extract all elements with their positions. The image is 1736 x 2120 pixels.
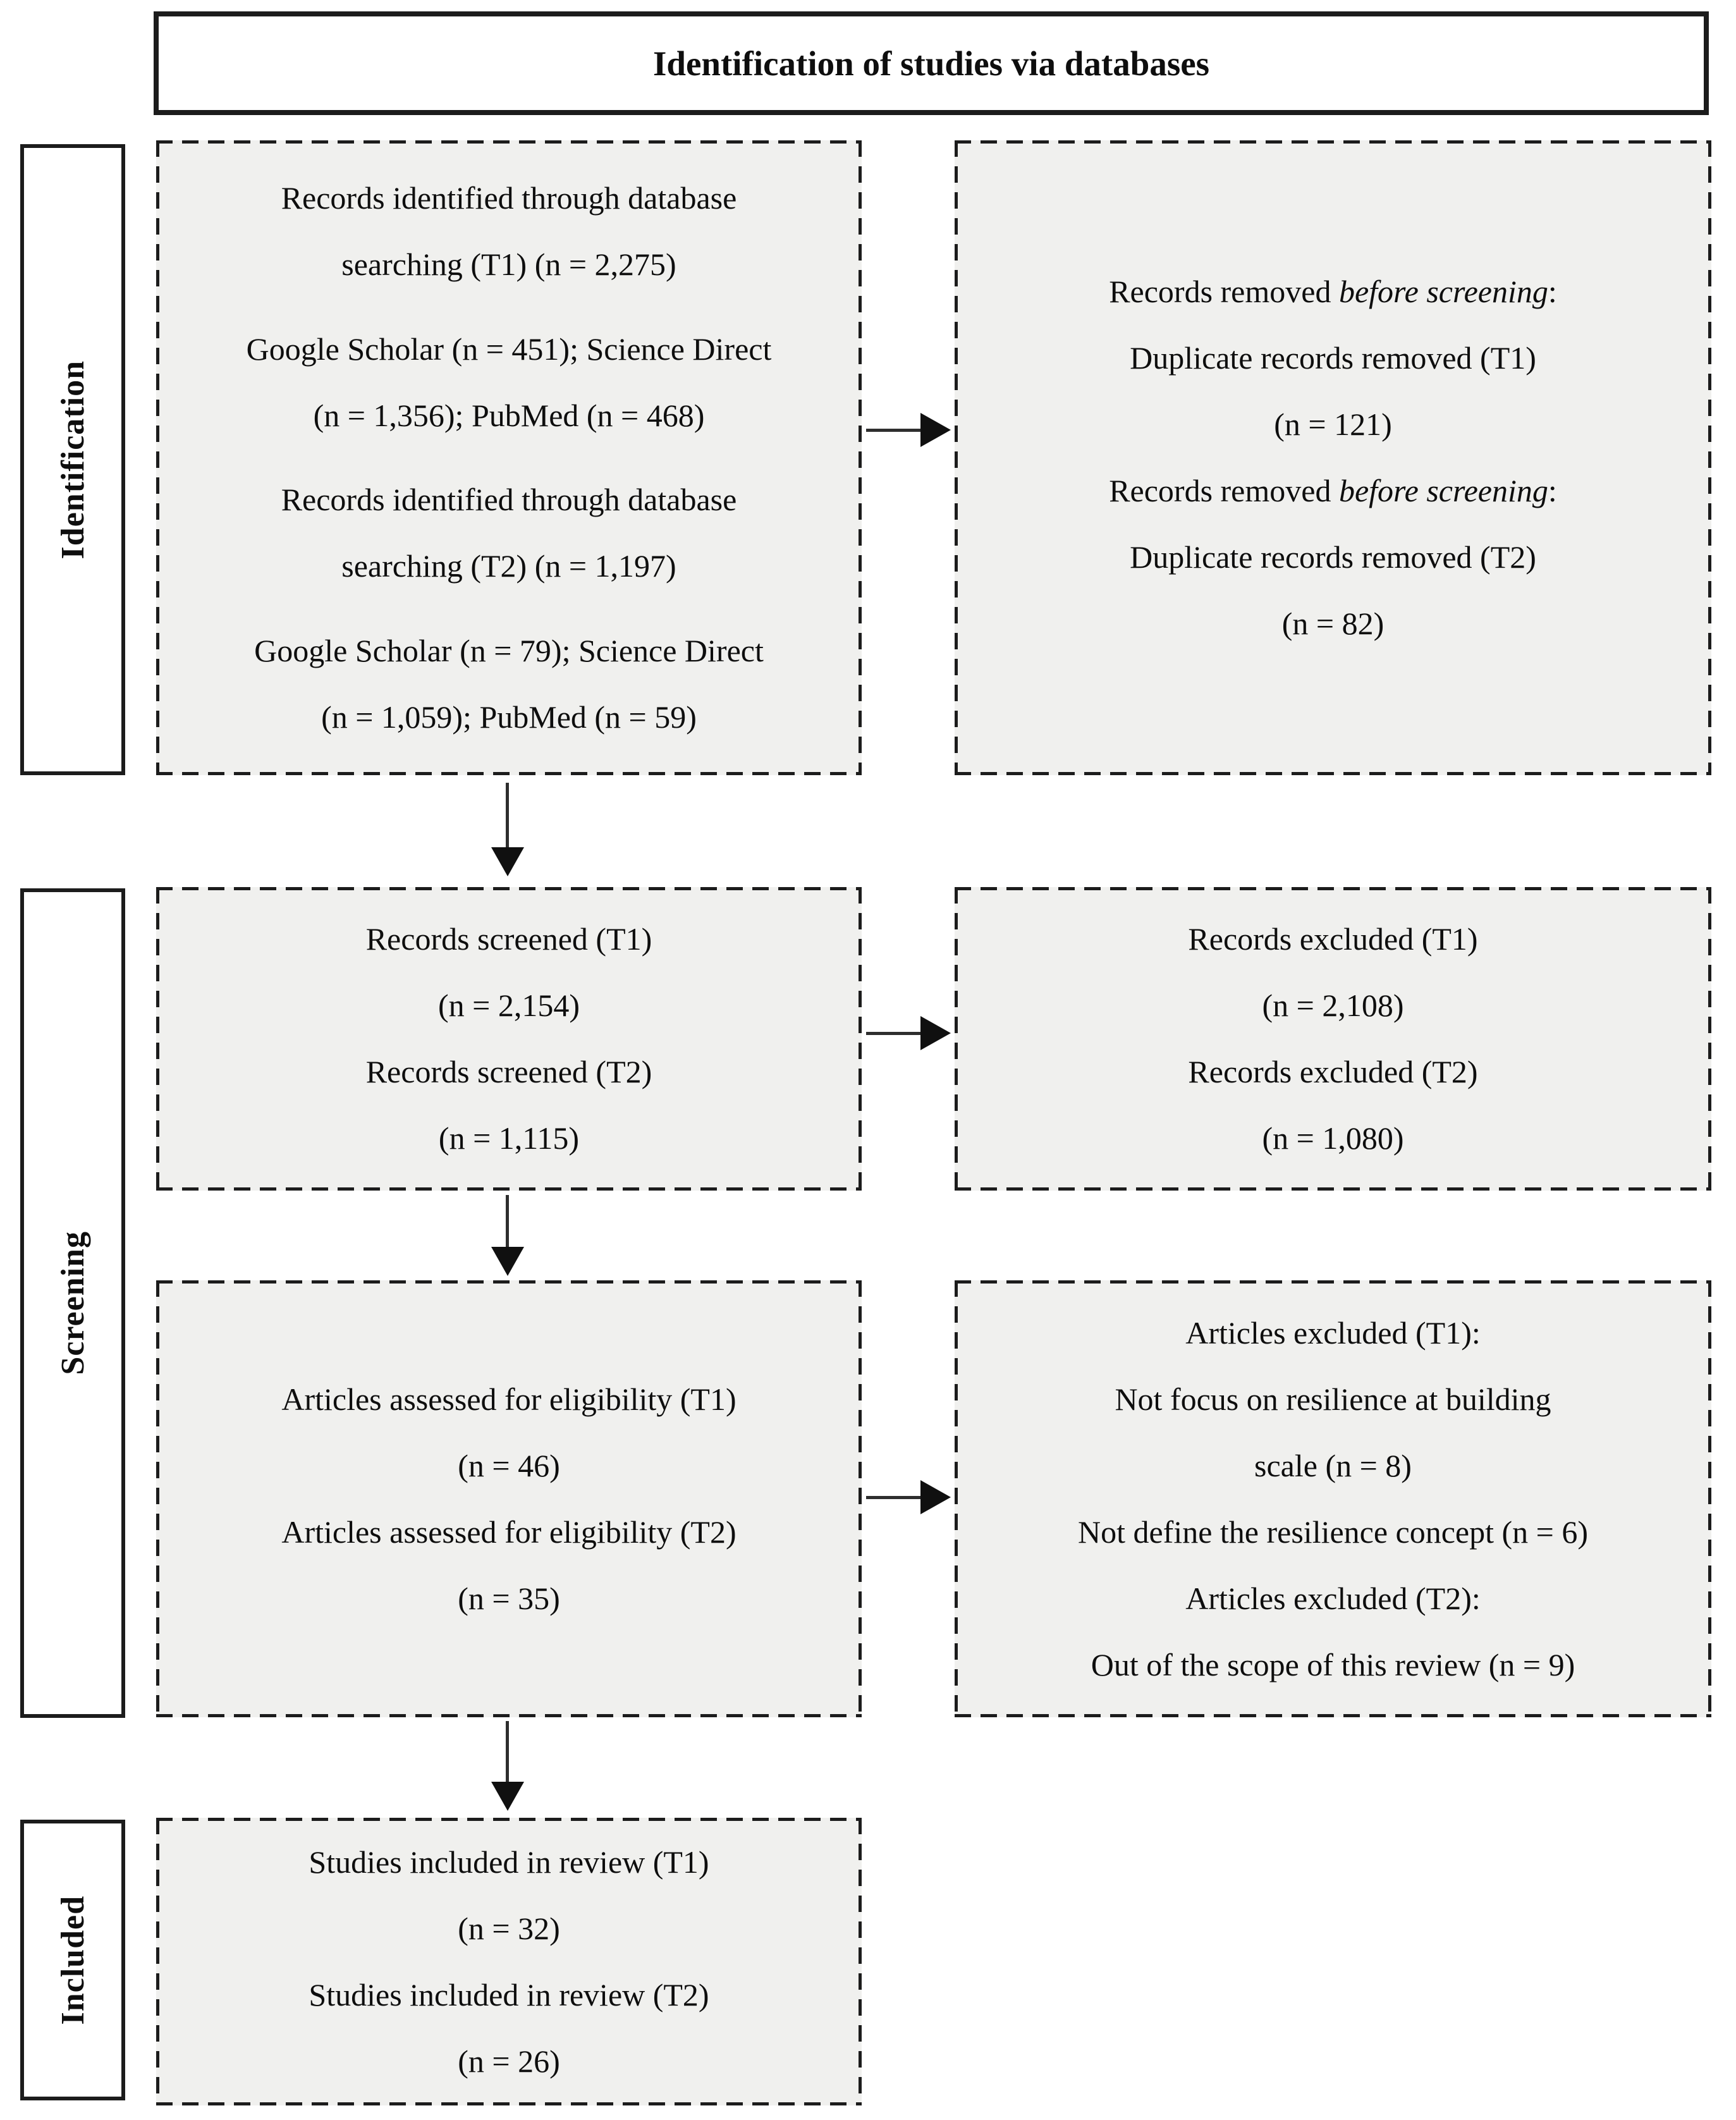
articles-excluded-t1-label: Articles excluded (T1): [1185,1314,1481,1351]
sources-t1-line1: Google Scholar (n = 451); Science Direct [246,331,772,367]
down-arrow-line [506,783,509,849]
box-articles-excluded: Articles excluded (T1): Not focus on res… [955,1280,1711,1717]
records-excluded-t1-n: (n = 2,108) [1262,988,1404,1023]
down-arrowhead-icon [491,847,524,876]
records-screened-t2-n: (n = 1,115) [438,1120,580,1156]
articles-assessed-t2-n: (n = 35) [458,1580,560,1616]
sources-t2-line2: (n = 1,059); PubMed (n = 59) [321,699,697,735]
sources-t2-line1: Google Scholar (n = 79); Science Direct [254,633,764,669]
records-screened-t1: Records screened (T1) [365,921,652,957]
records-identified-t2-line1: Records identified through database [281,482,737,518]
phase-label-screening-text: Screening [54,1231,91,1375]
down-arrow-line [506,1195,509,1249]
studies-included-t1-n: (n = 32) [458,1910,560,1946]
articles-excluded-t2-label: Articles excluded (T2): [1185,1580,1481,1616]
records-screened-t1-n: (n = 2,154) [438,988,580,1023]
phase-label-identification-text: Identification [54,360,91,560]
records-identified-t1-line1: Records identified through database [281,180,737,216]
articles-assessed-t2: Articles assessed for eligibility (T2) [281,1514,737,1550]
records-removed-t1-label: Records removed before screening: [1109,274,1557,309]
excluded-reason-1-line2: scale (n = 8) [1254,1447,1412,1483]
right-arrowhead-icon [920,1480,951,1514]
down-arrowhead-icon [491,1782,524,1811]
articles-assessed-t1: Articles assessed for eligibility (T1) [281,1381,737,1417]
duplicates-removed-t1-n: (n = 121) [1274,407,1392,442]
box-records-removed: Records removed before screening: Duplic… [955,140,1711,775]
records-identified-t1-line2: searching (T1) (n = 2,275) [341,246,676,282]
records-removed-t2-label: Records removed before screening: [1109,473,1557,508]
right-arrowhead-icon [920,1016,951,1050]
excluded-reason-2: Not define the resilience concept (n = 6… [1077,1514,1589,1550]
down-arrow-line [506,1721,509,1784]
phase-label-included: Included [20,1820,125,2100]
down-arrowhead-icon [491,1247,524,1276]
duplicates-removed-t1: Duplicate records removed (T1) [1130,340,1536,376]
right-arrowhead-icon [920,413,951,447]
box-records-screened: Records screened (T1) (n = 2,154) Record… [156,887,862,1191]
records-identified-t2-line2: searching (T2) (n = 1,197) [341,548,676,584]
excluded-reason-3: Out of the scope of this review (n = 9) [1091,1646,1575,1682]
records-excluded-t2-n: (n = 1,080) [1262,1120,1404,1156]
records-screened-t2: Records screened (T2) [365,1054,652,1089]
phase-label-included-text: Included [54,1895,91,2025]
box-records-identified: Records identified through database sear… [156,140,862,775]
header-box: Identification of studies via databases [154,11,1709,115]
sources-t1-line2: (n = 1,356); PubMed (n = 468) [313,397,705,433]
excluded-reason-1-line1: Not focus on resilience at building [1115,1381,1551,1417]
box-articles-assessed: Articles assessed for eligibility (T1) (… [156,1280,862,1717]
phase-label-screening: Screening [20,888,125,1718]
articles-assessed-t1-n: (n = 46) [458,1447,560,1483]
right-arrow-line [866,1496,922,1499]
phase-label-identification: Identification [20,144,125,775]
box-studies-included: Studies included in review (T1) (n = 32)… [156,1818,862,2105]
box-records-excluded: Records excluded (T1) (n = 2,108) Record… [955,887,1711,1191]
duplicates-removed-t2-n: (n = 82) [1281,606,1385,641]
studies-included-t2: Studies included in review (T2) [309,1976,709,2013]
studies-included-t2-n: (n = 26) [458,2043,560,2079]
records-excluded-t2: Records excluded (T2) [1188,1054,1478,1089]
studies-included-t1: Studies included in review (T1) [309,1844,709,1880]
duplicates-removed-t2: Duplicate records removed (T2) [1130,539,1536,575]
records-excluded-t1: Records excluded (T1) [1188,921,1478,957]
right-arrow-line [866,1032,922,1035]
header-title: Identification of studies via databases [652,44,1210,83]
right-arrow-line [866,429,922,432]
